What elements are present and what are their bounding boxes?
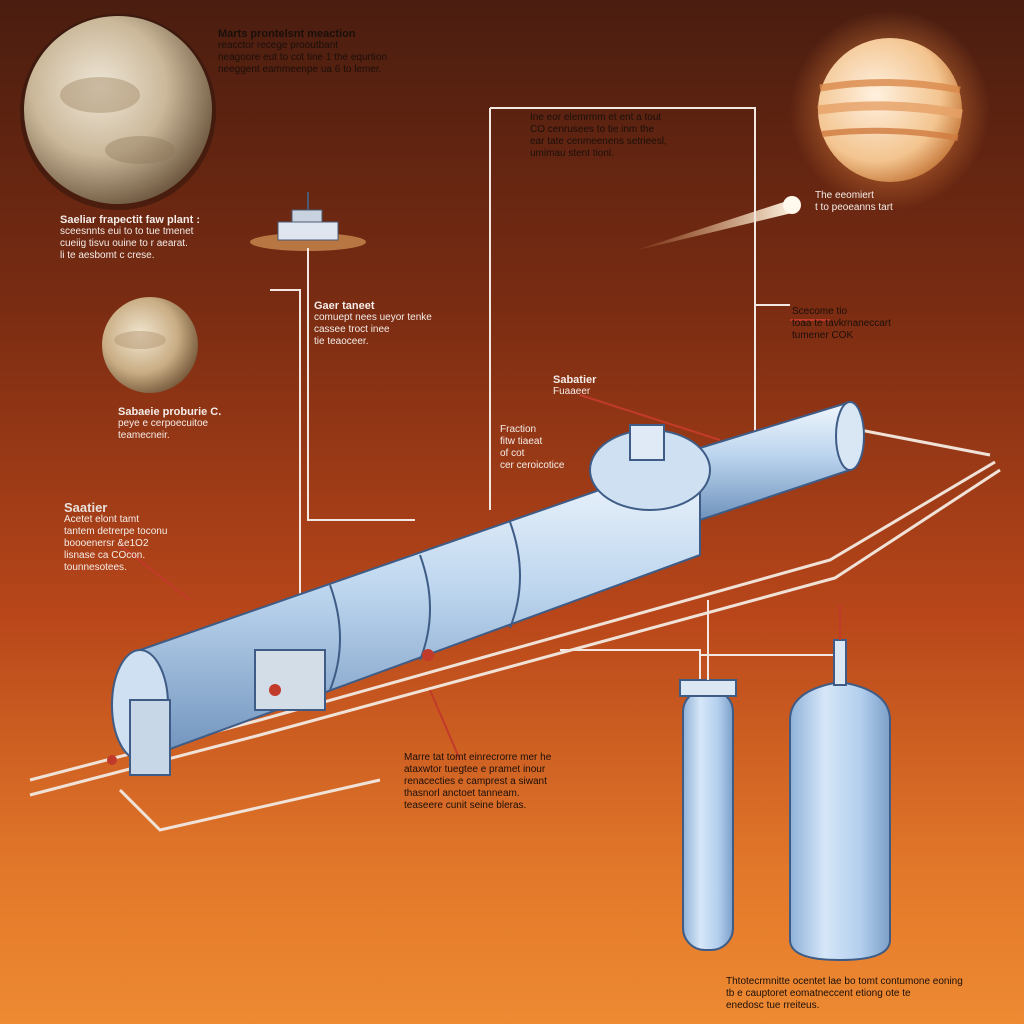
sabatier-reactor-tube (107, 400, 865, 776)
label-gear-tank: Gaer taneet comuept nees ueyor tenke cas… (314, 300, 432, 348)
label-title: Sabaeie proburie C. (118, 406, 222, 418)
label-reaction-note: Fraction fitw tiaeat of cot cer ceroicot… (500, 424, 564, 472)
label-title: Saatier (64, 500, 108, 515)
label-co-reaction: Ine eor elemrmm et ent a tout CO cenruse… (530, 112, 667, 160)
label-line: tb e cauptoret eomatneccent etiong ote t… (726, 988, 911, 999)
label-line: neeggent eammeenpe ua 6 to lemer. (218, 64, 382, 75)
label-line: sceesnnts eui to to tue tmenet (60, 226, 194, 237)
label-line: renacecties e camprest a siwant (404, 776, 547, 787)
callout-lines-red (119, 319, 830, 761)
callout-lines (270, 107, 841, 690)
label-secondary: Scecome tio toaa te tavkrnaneccart tumen… (792, 306, 891, 342)
label-line: boooenersr &e1O2 (64, 538, 149, 549)
label-line: Acetet elont tamt (64, 514, 140, 525)
label-line: toaa te tavkrnaneccart (792, 318, 891, 329)
label-line: tounnesotees. (64, 562, 127, 573)
label-title: Sabatier (553, 374, 597, 386)
comet-streak-icon (630, 196, 801, 252)
label-sabatier-plant: Saeliar frapectit faw plant : sceesnnts … (60, 214, 200, 262)
mars-planet-icon (20, 14, 216, 210)
label-line: neagoore eut to cot tine 1 the equrtion (218, 52, 388, 63)
label-line: Marre tat tomt einrecrorre mer he (404, 752, 552, 763)
label-line: teaseere cunit seine bleras. (404, 800, 527, 811)
label-title: Saeliar frapectit faw plant : (60, 214, 200, 226)
label-line: teamecneir. (118, 430, 170, 441)
label-title: Gaer taneet (314, 300, 375, 312)
label-line: lisnase ca COcon. (64, 550, 146, 561)
label-line: cueiig tisvu ouine to r aearat. (60, 238, 188, 249)
label-line: t to peoeanns tart (815, 202, 893, 213)
label-line: umimau stent tionl. (530, 148, 614, 159)
label-sabatier-small: Sabatier Fuaaeer (553, 374, 596, 398)
label-line: enedosc tue rreiteus. (726, 1000, 820, 1011)
label-line: Fraction (500, 424, 537, 435)
label-line: of cot (500, 448, 525, 459)
label-line: Scecome tio (792, 306, 848, 317)
label-line: peye e cerpoecuitoe (118, 418, 209, 429)
storage-tank-small (679, 600, 737, 951)
label-line: li te aesbomt c crese. (60, 250, 155, 261)
label-line: cassee troct inee (314, 324, 390, 335)
moon-planet-icon (102, 297, 198, 393)
label-line: reacctor recege prooutbant (218, 40, 339, 51)
label-line: ear tate cenmeenens setrieesl, (530, 136, 667, 147)
label-sabatier-planet: Sabaeie proburie C. peye e cerpoecuitoe … (118, 406, 221, 442)
label-line: The eeomiert (815, 190, 874, 201)
label-tanks-note: Thtotecrmnitte ocentet lae bo tomt contu… (726, 976, 963, 1012)
label-mars-note: Marre tat tomt einrecrorre mer he ataxwt… (404, 752, 551, 812)
label-line: Ine eor elemrmm et ent a tout (530, 112, 662, 123)
space-station-icon (250, 192, 366, 251)
label-line: comuept nees ueyor tenke (314, 312, 432, 323)
label-line: thasnorl anctoet tanneam. (404, 788, 520, 799)
label-line: Thtotecrmnitte ocentet lae bo tomt contu… (726, 976, 963, 987)
label-comet: The eeomiert t to peoeanns tart (815, 190, 893, 214)
label-line: cer ceroicotice (500, 460, 565, 471)
label-line: Fuaaeer (553, 386, 591, 397)
label-line: fitw tiaeat (500, 436, 543, 447)
label-sabatier-main: Saatier Acetet elont tamt tantem detrerp… (64, 500, 168, 574)
label-mars-reaction: Marts prontelsnt meaction reacctor receg… (218, 28, 387, 76)
label-title: Marts prontelsnt meaction (218, 28, 356, 40)
label-line: tie teaoceer. (314, 336, 369, 347)
storage-tank-large (789, 605, 891, 962)
label-line: ataxwtor tuegtee e pramet inour (404, 764, 546, 775)
label-line: tumener COK (792, 330, 854, 341)
jupiter-planet-icon (790, 10, 990, 210)
label-line: tantem detrerpe toconu (64, 526, 168, 537)
label-line: CO cenrusees to tie inm the (530, 124, 654, 135)
